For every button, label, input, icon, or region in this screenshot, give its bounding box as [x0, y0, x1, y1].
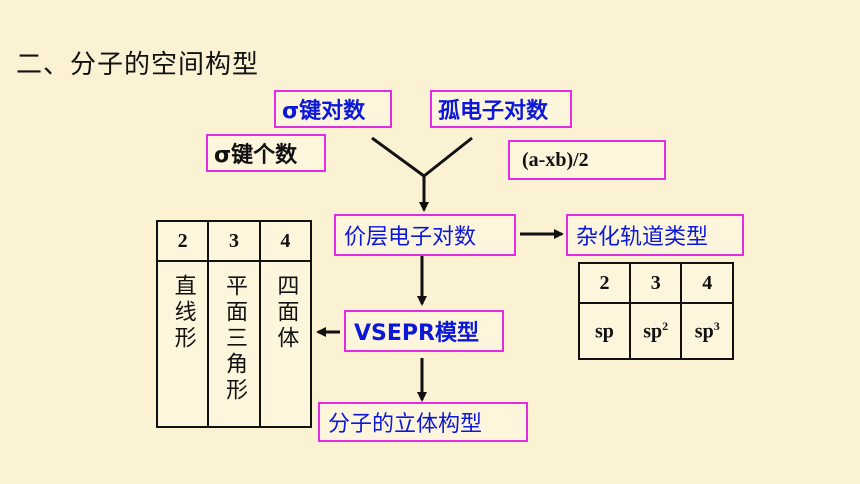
shape-header-cell: 4: [258, 220, 313, 262]
lone-formula-label: (a-xb)/2: [522, 148, 589, 171]
vsepr-box: VSEPR模型: [344, 310, 504, 352]
shape-header-cell: 2: [155, 220, 210, 262]
lone-pairs-box: 孤电子对数: [430, 90, 572, 128]
lone-formula-box: (a-xb)/2: [508, 140, 666, 180]
merge-arrow-left-branch: [371, 136, 425, 178]
shape-linear: 直线形: [170, 274, 196, 352]
hybrid-header-cell: 4: [680, 262, 734, 304]
shape-trigonal-planar: 平面三角形: [221, 274, 247, 404]
hybrid-type-label: 杂化轨道类型: [576, 225, 709, 250]
hybrid-cell-sp3: sp3: [680, 302, 734, 360]
valence-pairs-label: 价层电子对数: [344, 225, 477, 250]
hybrid-type-box: 杂化轨道类型: [566, 214, 744, 256]
hybrid-sup: 2: [662, 318, 669, 333]
hybrid-base: sp: [694, 320, 714, 343]
sigma-count-label: σ键个数: [214, 143, 298, 168]
merge-arrow-right-branch: [423, 136, 473, 178]
lone-pairs-label: 孤电子对数: [438, 99, 549, 124]
hybrid-table-header-row: 2 3 4: [578, 262, 734, 304]
hybrid-table-body-row: sp sp2 sp3: [578, 302, 734, 360]
shape-table-header-row: 2 3 4: [155, 220, 313, 262]
hybrid-base: sp: [595, 320, 614, 343]
hybrid-table: 2 3 4 sp sp2 sp3: [578, 262, 734, 360]
shape-cell: 平面三角形: [207, 261, 261, 428]
valence-pairs-box: 价层电子对数: [334, 214, 516, 256]
shape-cell: 四面体: [258, 261, 313, 428]
hybrid-cell-sp2: sp2: [628, 302, 683, 360]
sigma-pairs-label: σ键对数: [282, 99, 366, 124]
sigma-pairs-box: σ键对数: [274, 90, 392, 128]
hybrid-header-cell: 2: [578, 262, 631, 304]
shape-table-body-row: 直线形 平面三角形 四面体: [155, 261, 313, 428]
page-title: 二、分子的空间构型: [16, 50, 260, 80]
shape-tetrahedral: 四面体: [273, 274, 299, 352]
hybrid-header-cell: 3: [628, 262, 683, 304]
hybrid-base: sp: [643, 320, 663, 343]
sigma-count-box: σ键个数: [206, 134, 326, 172]
shape-header-cell: 3: [207, 220, 261, 262]
vsepr-label: VSEPR模型: [354, 321, 479, 346]
hybrid-sup: 3: [713, 318, 720, 333]
shape-cell: 直线形: [155, 261, 210, 428]
molecule-shape-box: 分子的立体构型: [318, 402, 528, 442]
hybrid-cell-sp: sp: [578, 302, 631, 360]
molecule-shape-label: 分子的立体构型: [328, 412, 483, 437]
shape-table: 2 3 4 直线形 平面三角形 四面体: [155, 220, 313, 428]
